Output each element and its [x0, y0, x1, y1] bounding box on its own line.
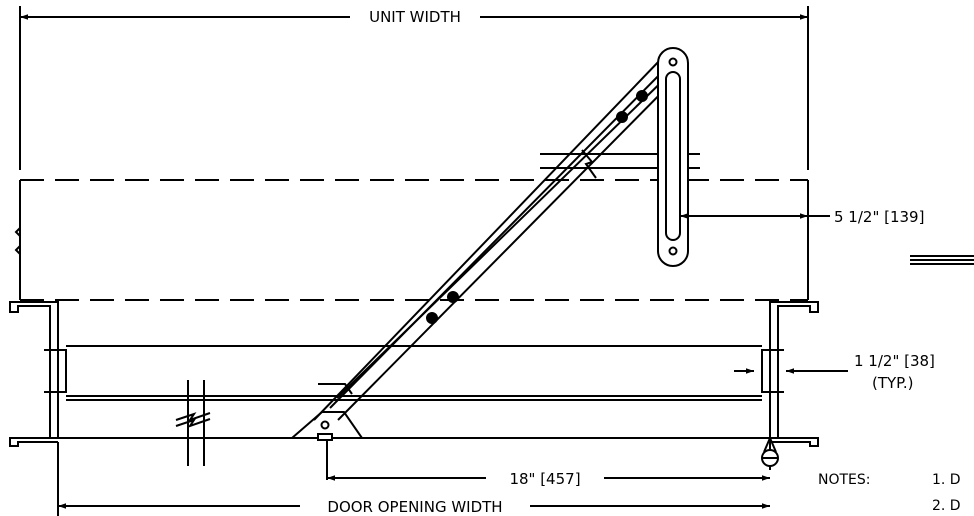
unit-width-label: UNIT WIDTH — [369, 8, 461, 26]
offset-5-5-label: 5 1/2" [139] — [834, 208, 924, 226]
typ-label: (TYP.) — [872, 374, 914, 392]
notes-heading: NOTES: — [818, 472, 871, 488]
door-opening-dimension — [57, 442, 770, 516]
offset-18-label: 18" [457] — [509, 470, 580, 488]
unit-width-dimension — [19, 6, 809, 170]
door-opening-label: DOOR OPENING WIDTH — [327, 498, 502, 516]
note-item-2: 2. D — [932, 498, 961, 514]
open-lid-outline — [14, 179, 809, 301]
pivot-symbol — [761, 435, 779, 467]
offset-18-dimension — [326, 440, 770, 481]
door-break-symbol — [175, 380, 211, 466]
note-item-1: 1. D — [932, 472, 961, 488]
left-frame-profile — [9, 300, 67, 447]
offset-1-5-label: 1 1/2" [38] — [854, 352, 935, 370]
side-view-fragment — [910, 255, 974, 265]
door-panel — [58, 345, 770, 439]
right-frame-profile — [761, 300, 819, 470]
stay-arm — [289, 47, 700, 441]
